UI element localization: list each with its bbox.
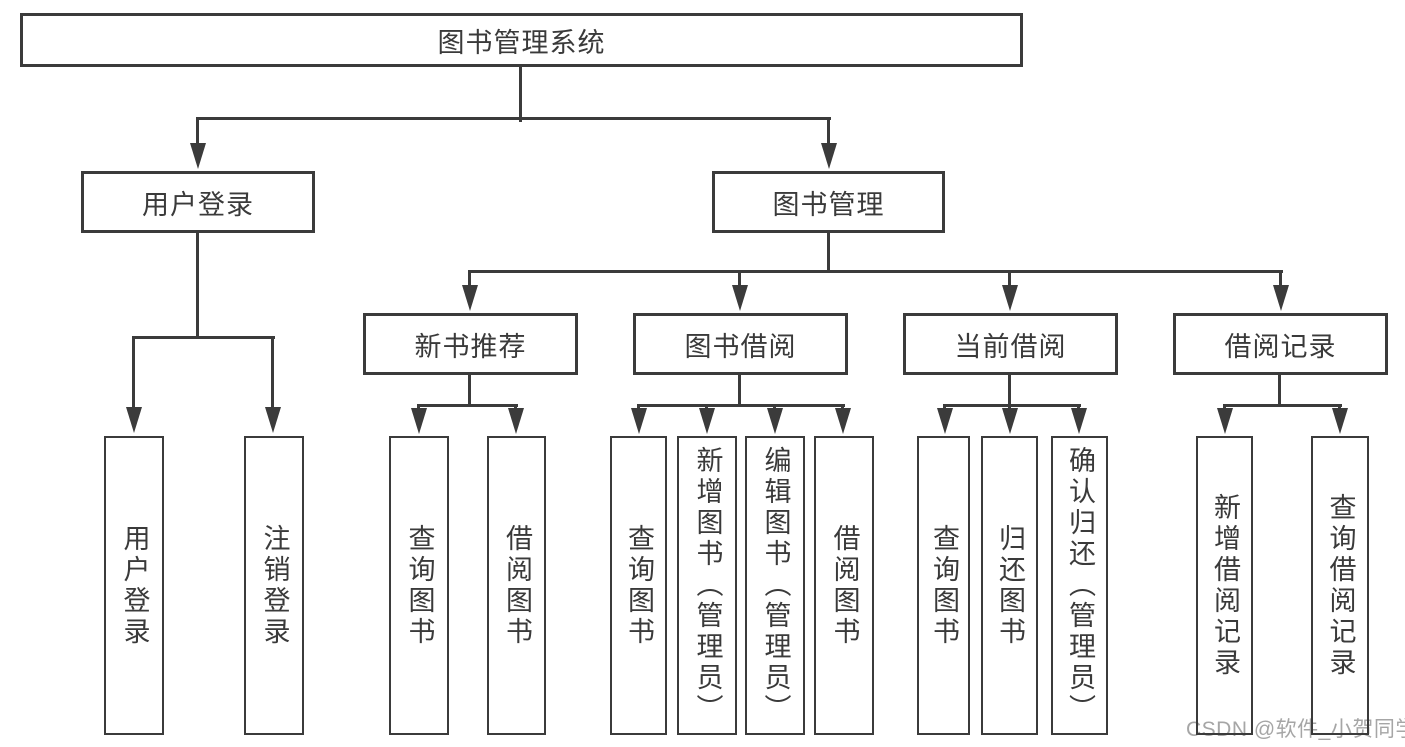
node-label: 借阅记录 xyxy=(1224,331,1337,362)
node-label: 用户登录 xyxy=(142,189,254,220)
leaf-edit-book-admin: 编辑图书（管理员） xyxy=(745,436,805,735)
node-new-book-recommendation: 新书推荐 xyxy=(363,313,578,375)
connector-rail xyxy=(637,404,845,407)
node-label: 借阅图书 xyxy=(502,523,532,648)
node-book-borrowing: 图书借阅 xyxy=(633,313,848,375)
node-label: 归还图书 xyxy=(995,523,1025,648)
connector-rail xyxy=(132,336,275,339)
leaf-add-borrow-record: 新增借阅记录 xyxy=(1196,436,1253,735)
node-label: 编辑图书（管理员） xyxy=(760,446,791,725)
node-label: 注销登录 xyxy=(259,523,290,648)
arrow-down-icon xyxy=(411,406,427,434)
node-borrowing-records: 借阅记录 xyxy=(1173,313,1388,375)
leaf-borrow-book: 借阅图书 xyxy=(814,436,874,735)
arrow-down-icon xyxy=(631,406,647,434)
arrow-down-icon xyxy=(1332,406,1348,434)
node-label: 查询借阅记录 xyxy=(1325,492,1356,679)
node-book-management: 图书管理 xyxy=(712,171,945,233)
arrow-down-icon xyxy=(937,406,953,434)
connector-rail xyxy=(943,404,1081,407)
node-label: 确认归还（管理员） xyxy=(1065,446,1095,725)
connector-rail xyxy=(196,117,831,120)
connector-rail xyxy=(1223,404,1342,407)
connector-stem xyxy=(1008,375,1011,407)
connector-rail xyxy=(468,270,1283,273)
watermark: CSDN @软件_小贺同学 xyxy=(1186,718,1405,741)
arrow-down-icon xyxy=(732,272,748,311)
connector-stem xyxy=(468,375,471,407)
connector-stem xyxy=(196,233,199,339)
node-label: 用户登录 xyxy=(119,523,150,648)
connector-rail xyxy=(417,404,518,407)
leaf-confirm-return-admin: 确认归还（管理员） xyxy=(1051,436,1108,735)
arrow-down-icon xyxy=(1002,272,1018,311)
leaf-query-book-recommend: 查询图书 xyxy=(389,436,449,735)
node-label: 新增借阅记录 xyxy=(1210,492,1240,679)
leaf-query-book-borrow: 查询图书 xyxy=(610,436,667,735)
connector-stem xyxy=(738,375,741,407)
leaf-return-book: 归还图书 xyxy=(981,436,1038,735)
arrow-down-icon xyxy=(190,119,206,169)
arrow-down-icon xyxy=(1217,406,1233,434)
leaf-query-book-current: 查询图书 xyxy=(917,436,970,735)
node-user-login: 用户登录 xyxy=(81,171,315,233)
node-label: 图书管理系统 xyxy=(437,27,606,58)
node-library-management-system: 图书管理系统 xyxy=(20,13,1023,67)
connector-stem xyxy=(827,233,830,273)
node-label: 借阅图书 xyxy=(829,523,860,648)
node-label: 查询图书 xyxy=(624,523,654,648)
leaf-logout: 注销登录 xyxy=(244,436,304,735)
connector-stem xyxy=(519,67,522,122)
node-label: 查询图书 xyxy=(929,523,959,648)
node-label: 图书借阅 xyxy=(684,331,797,362)
leaf-borrow-book-recommend: 借阅图书 xyxy=(487,436,546,735)
node-label: 查询图书 xyxy=(404,523,435,648)
node-label: 新书推荐 xyxy=(414,331,527,362)
arrow-down-icon xyxy=(1071,406,1087,434)
arrow-down-icon xyxy=(767,406,783,434)
node-current-borrowing: 当前借阅 xyxy=(903,313,1118,375)
arrow-down-icon xyxy=(508,406,524,434)
leaf-user-login: 用户登录 xyxy=(104,436,164,735)
node-label: 新增图书（管理员） xyxy=(692,446,723,725)
arrow-down-icon xyxy=(1273,272,1289,311)
node-label: 当前借阅 xyxy=(954,331,1067,362)
arrow-down-icon xyxy=(1002,406,1018,434)
arrow-down-icon xyxy=(265,338,281,433)
connector-stem xyxy=(1278,375,1281,407)
leaf-add-book-admin: 新增图书（管理员） xyxy=(677,436,737,735)
arrow-down-icon xyxy=(835,406,851,434)
node-label: 图书管理 xyxy=(772,189,885,220)
arrow-down-icon xyxy=(699,406,715,434)
arrow-down-icon xyxy=(126,338,142,433)
leaf-query-borrow-record: 查询借阅记录 xyxy=(1311,436,1369,735)
arrow-down-icon xyxy=(462,272,478,311)
arrow-down-icon xyxy=(821,119,837,169)
